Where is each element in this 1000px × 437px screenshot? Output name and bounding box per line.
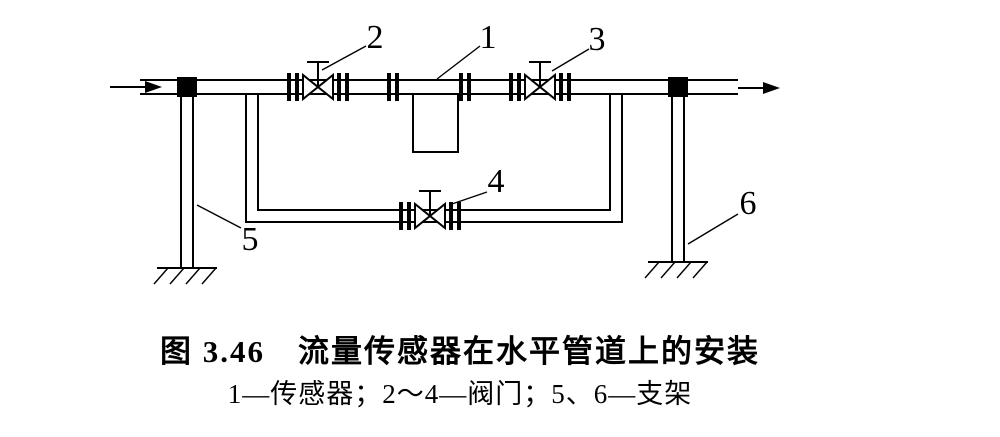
ground-hatch-right [644, 261, 708, 279]
leader-support-right [687, 213, 739, 245]
support-left [153, 77, 217, 285]
flow-arrow-out [738, 82, 780, 94]
label-valve-bypass: 4 [488, 163, 505, 200]
ground-hatch-left [153, 267, 217, 285]
leader-sensor [436, 45, 481, 80]
bypass-pipe [245, 94, 623, 223]
label-sensor: 1 [480, 19, 497, 56]
label-valve-downstream: 3 [589, 21, 606, 58]
leader-lines [196, 45, 739, 245]
figure-legend: 1—传感器；2～4—阀门；5、6—支架 [227, 379, 693, 409]
flow-sensor [387, 73, 471, 153]
support-right-clamp [668, 77, 688, 97]
main-pipe [140, 79, 738, 95]
leader-valve-upstream [321, 45, 367, 71]
piping-diagram: 2 1 3 4 5 6 [110, 19, 780, 285]
leader-valve-bypass [448, 191, 488, 206]
valve-bypass [399, 190, 461, 231]
leader-valve-downstream [551, 48, 590, 72]
sensor-body [412, 93, 459, 153]
flow-arrow-in [110, 81, 162, 93]
figure-caption: 图 3.46 流量传感器在水平管道上的安装 [160, 334, 760, 369]
support-right [644, 77, 708, 279]
label-support-right: 6 [740, 185, 757, 222]
leader-support-left [196, 204, 242, 229]
valve-downstream [509, 61, 571, 102]
valve-upstream [287, 61, 349, 102]
label-valve-upstream: 2 [367, 19, 384, 56]
label-support-left: 5 [242, 221, 259, 258]
support-left-clamp [177, 77, 197, 97]
